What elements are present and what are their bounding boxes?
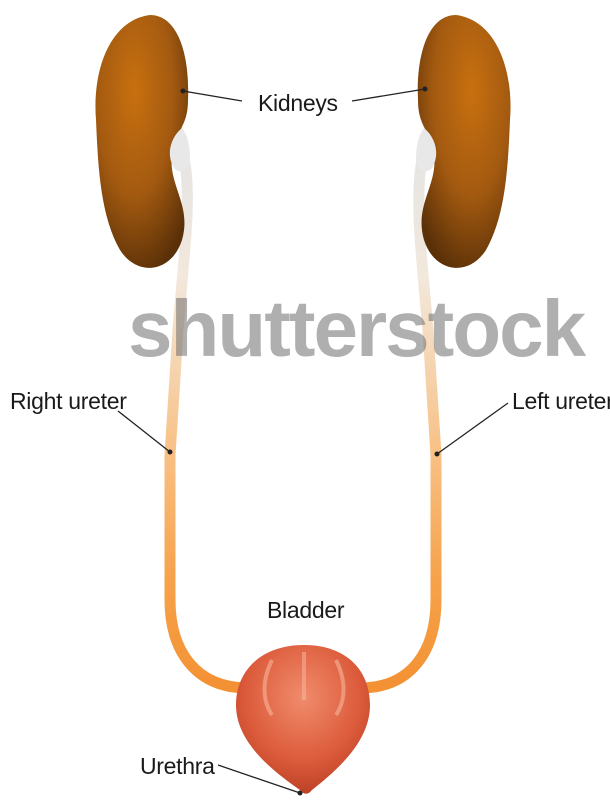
right-ureter-leader	[118, 411, 170, 452]
watermark: shutterstock	[128, 283, 584, 375]
left-ureter-label: Left ureter	[512, 388, 610, 415]
kidneys-leader-right	[352, 89, 425, 101]
left-ureter-leader-dot	[435, 452, 440, 457]
kidneys-leader-left	[183, 91, 242, 101]
kidneys-leader-dot-right	[423, 87, 428, 92]
bladder-label: Bladder	[267, 597, 344, 624]
urethra-label: Urethra	[140, 753, 215, 780]
urethra-leader-dot	[298, 791, 303, 796]
left-ureter-leader	[437, 403, 508, 454]
kidneys-label: Kidneys	[258, 90, 338, 117]
kidneys-leader-dot-left	[181, 89, 186, 94]
right-ureter-label: Right ureter	[10, 388, 127, 415]
right-ureter-leader-dot	[168, 450, 173, 455]
